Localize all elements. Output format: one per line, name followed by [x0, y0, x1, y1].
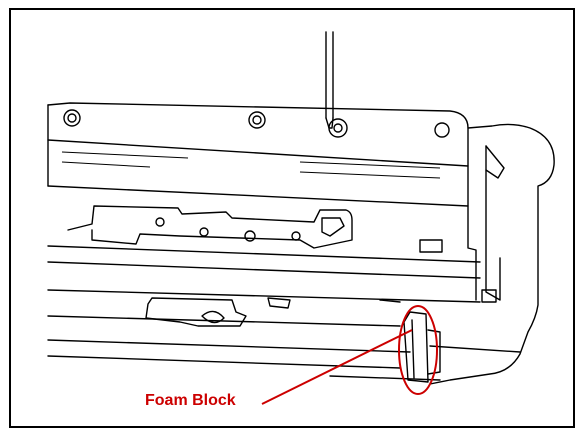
callout: [261, 305, 438, 405]
chassis-outline: [47, 102, 555, 385]
bracket: [67, 205, 443, 253]
foam-block-label: Foam Block: [145, 392, 236, 409]
screw-heads: [63, 109, 450, 138]
screwdriver: [325, 31, 334, 129]
callout-leader-line: [261, 329, 413, 405]
lower-clips: [145, 297, 401, 327]
rails: [47, 151, 521, 381]
callout-ellipse: [398, 305, 438, 395]
